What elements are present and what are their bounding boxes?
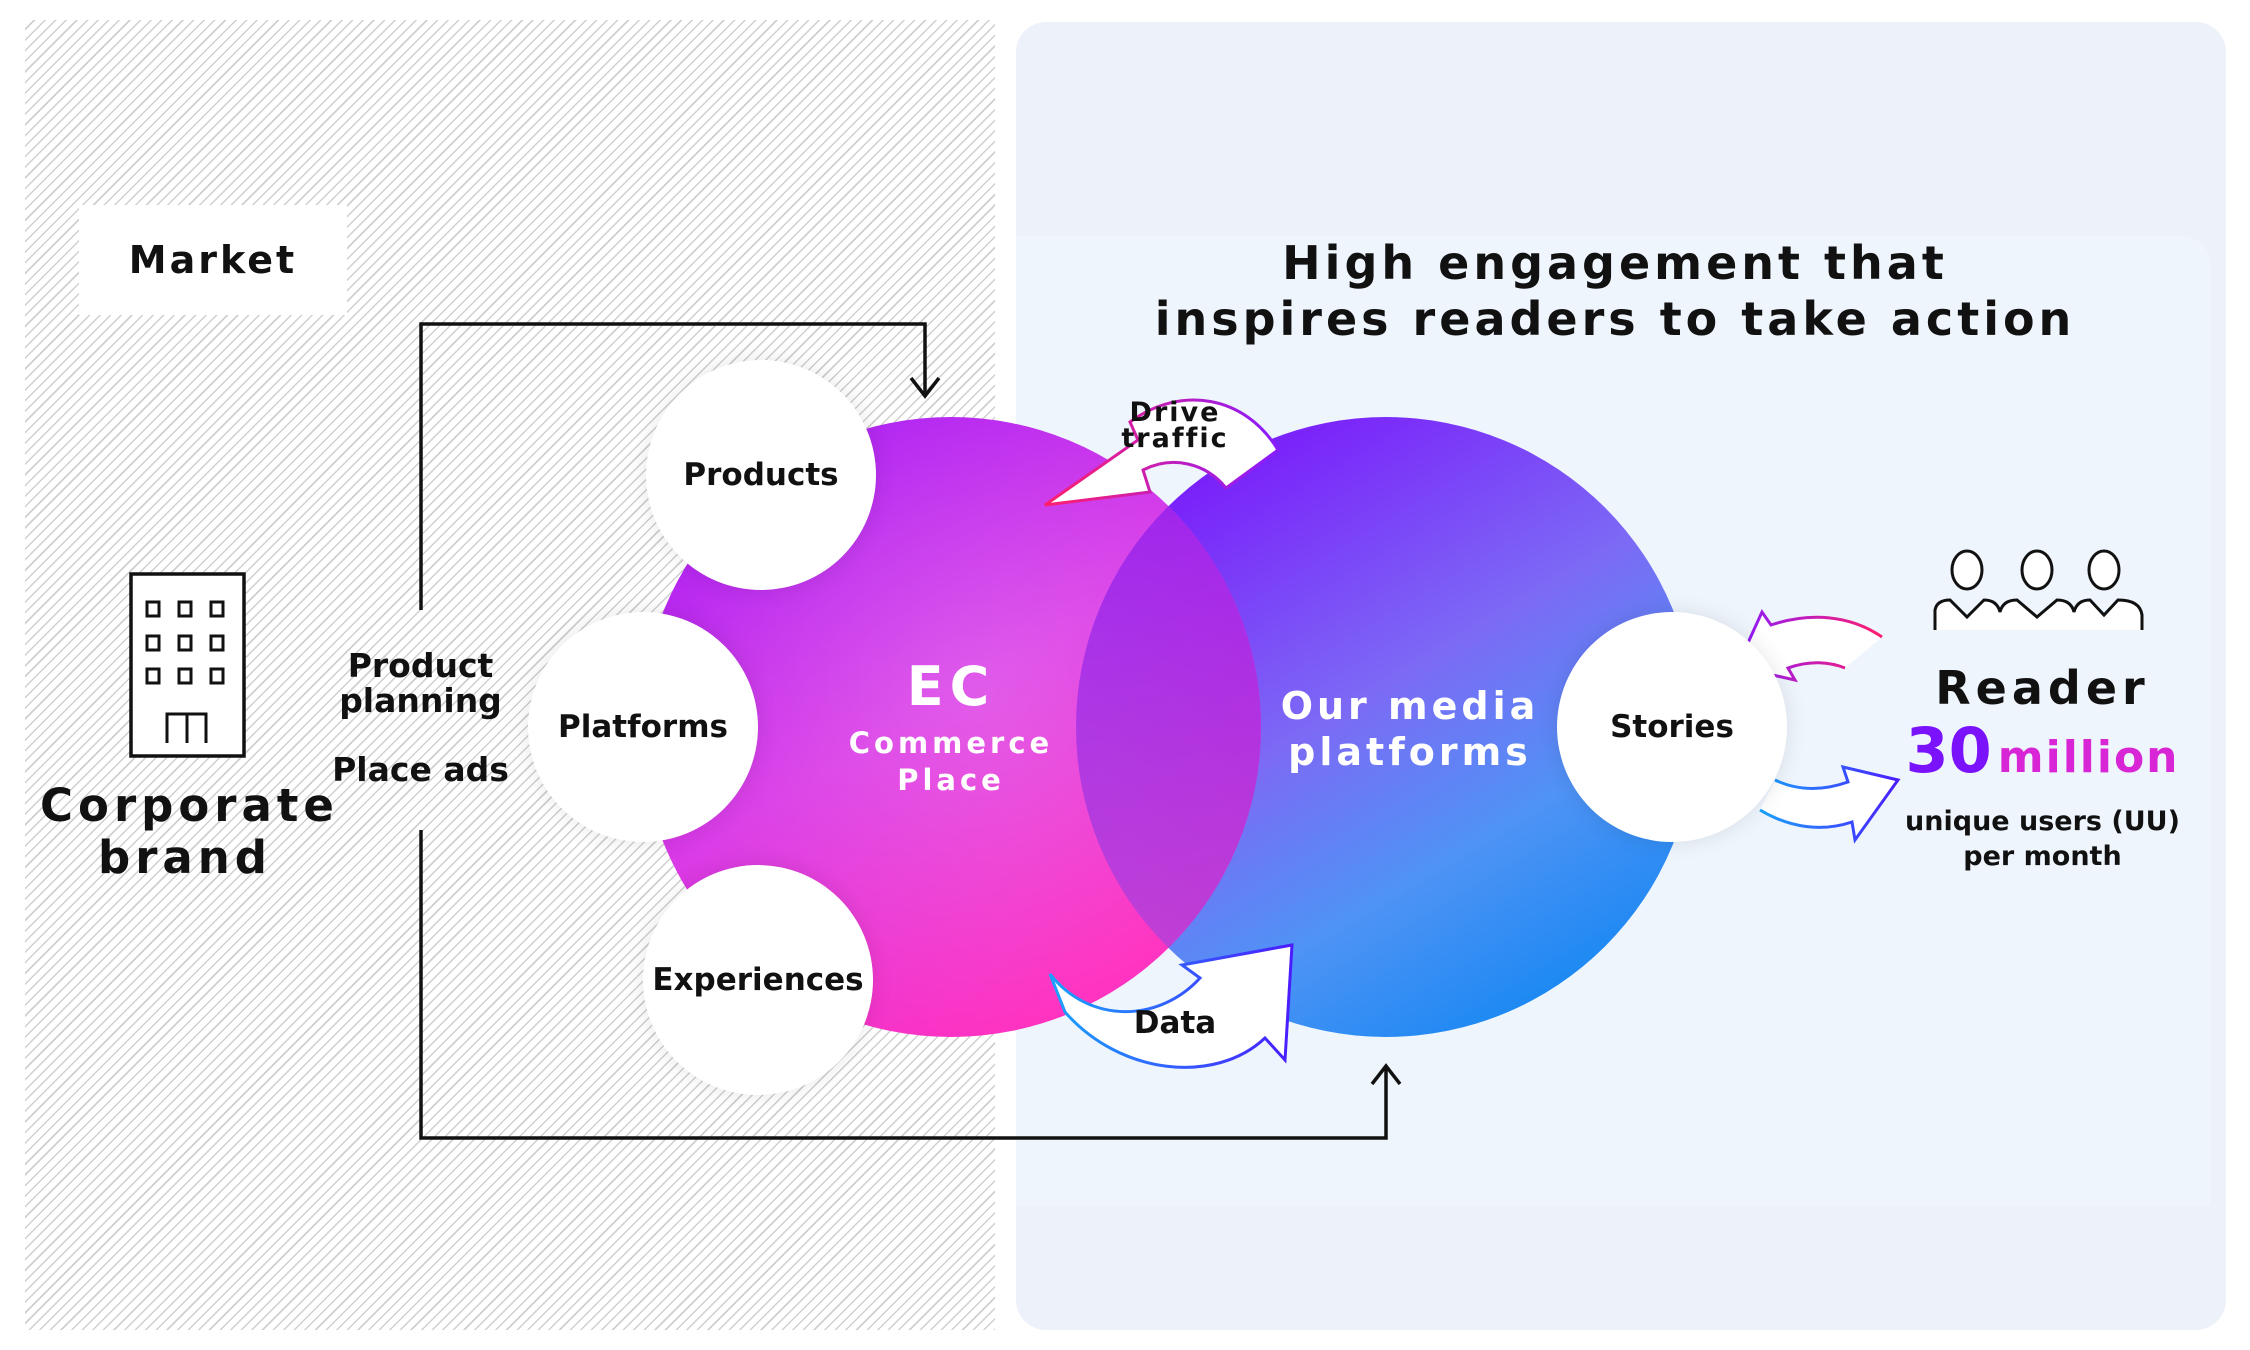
bracket-bottom-line bbox=[419, 830, 1388, 1140]
reader-label: Reader bbox=[1935, 661, 2150, 715]
building-icon bbox=[129, 572, 246, 758]
platforms-node: Platforms bbox=[528, 612, 758, 842]
products-node: Products bbox=[646, 360, 876, 590]
stories-label: Stories bbox=[1610, 709, 1734, 745]
headline-line-2: inspires readers to take action bbox=[1154, 292, 2076, 346]
stories-node: Stories bbox=[1557, 612, 1787, 842]
reader-count-unit: million bbox=[1997, 732, 2180, 783]
reader-count-number: 30 bbox=[1905, 714, 1992, 787]
media-label-group: Our media platforms bbox=[1250, 683, 1570, 775]
experiences-node: Experiences bbox=[643, 865, 873, 1095]
products-label: Products bbox=[683, 457, 839, 493]
reader-description-line-1: unique users (UU) bbox=[1905, 806, 2180, 837]
corporate-brand-label: Corporate brand bbox=[40, 779, 339, 884]
media-title-line-1: Our media bbox=[1280, 684, 1540, 728]
headline-line-1: High engagement that bbox=[1282, 236, 1948, 290]
media-title-line-2: platforms bbox=[1288, 730, 1532, 774]
corporate-brand-line-2: brand bbox=[97, 831, 273, 884]
headline: High engagement that inspires readers to… bbox=[1100, 235, 2130, 347]
drive-traffic-arrow bbox=[1044, 398, 1280, 507]
product-planning-line-2: planning bbox=[339, 681, 502, 720]
ec-subtitle-line-1: Commerce bbox=[848, 726, 1054, 760]
bracket-bottom-arrowhead bbox=[1370, 1063, 1402, 1086]
bracket-connector bbox=[419, 322, 1402, 1140]
drive-traffic-line-1: Drive bbox=[1129, 397, 1221, 428]
bracket-top-arrowhead bbox=[909, 376, 941, 399]
market-label: Market bbox=[79, 205, 347, 315]
ec-label-group: EC Commerce Place bbox=[821, 655, 1081, 799]
bracket-top-line bbox=[419, 322, 927, 610]
drive-traffic-line-2: traffic bbox=[1121, 423, 1229, 454]
place-ads-label: Place ads bbox=[332, 750, 509, 789]
data-flow-arrow bbox=[1048, 943, 1294, 1069]
people-group-icon bbox=[1933, 549, 2144, 630]
media-platforms-circle bbox=[1076, 417, 1696, 1037]
ec-title: EC bbox=[906, 655, 996, 718]
experiences-label: Experiences bbox=[652, 962, 864, 998]
reader-description-line-2: per month bbox=[1963, 841, 2122, 872]
stories-to-reader-arrow bbox=[1759, 764, 1901, 844]
data-flow-label: Data bbox=[1133, 1005, 1217, 1041]
platforms-label: Platforms bbox=[558, 709, 728, 745]
reader-to-stories-arrow bbox=[1734, 608, 1883, 683]
ec-subtitle-line-2: Place bbox=[897, 763, 1005, 797]
drive-traffic-label: Drive traffic bbox=[1105, 397, 1245, 454]
product-planning-label: Product planning bbox=[318, 648, 523, 718]
product-planning-line-1: Product bbox=[347, 646, 494, 685]
corporate-brand-line-1: Corporate bbox=[40, 779, 339, 832]
